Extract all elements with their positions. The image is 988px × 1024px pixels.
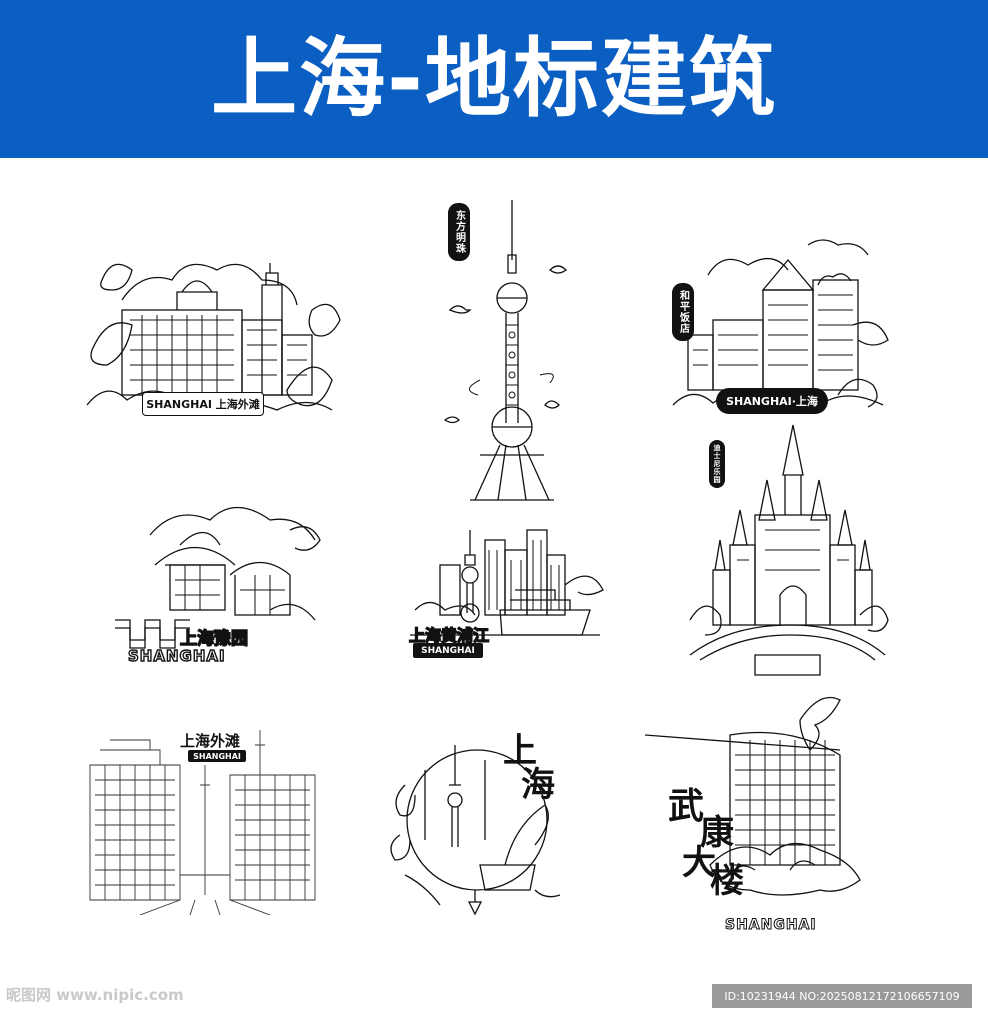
title-banner: 上海-地标建筑 — [0, 0, 988, 158]
illustration-shanghai-gramophone: 上 海 — [385, 725, 570, 920]
illustration-huangpu: 上海黄浦江 SHANGHAI — [405, 525, 605, 665]
bund-street-line-art — [89, 730, 316, 915]
oriental-pearl-tag: 东方明珠 — [448, 203, 470, 261]
illustration-bund-street: 上海外滩 SHANGHAI — [80, 725, 330, 915]
huangpu-en-label: SHANGHAI — [413, 643, 483, 658]
huangpu-line-art — [410, 529, 604, 636]
yuyuan-en-label: SHANGHAI — [127, 646, 226, 665]
peace-hotel-banner: SHANGHAI·上海 — [716, 388, 828, 414]
bund-sketch-cn-label: 上海外滩 — [180, 732, 241, 750]
peace-hotel-tag: 和平饭店 — [672, 283, 694, 341]
disney-castle-line-art — [689, 424, 889, 676]
pearl-tower-line-art — [443, 200, 567, 501]
site-watermark: 昵图网 www.nipic.com — [6, 986, 184, 1004]
disney-tag: 迪士尼乐园 — [709, 440, 725, 488]
shanghai-char-2: 海 — [521, 765, 555, 805]
illustration-wukang: 武 康 大 楼 SHANGHAI — [640, 685, 865, 940]
id-watermark: ID:10231944 NO:20250812172106657109 — [712, 984, 972, 1008]
illustration-oriental-pearl: 东方明珠 — [440, 195, 580, 505]
wukang-line-art — [644, 696, 861, 896]
shanghai-char-1: 上 — [503, 731, 537, 771]
huangpu-cn-label: 上海黄浦江 — [408, 625, 490, 645]
wukang-char-2: 康 — [700, 813, 734, 853]
illustration-disney: 迪士尼乐园 — [685, 420, 890, 680]
bund-tag: SHANGHAI 上海外滩 — [142, 392, 264, 416]
illustration-peace-hotel: 和平饭店 SHANGHAI·上海 — [668, 235, 893, 420]
wukang-char-3: 大 — [682, 843, 716, 883]
wukang-en-label: SHANGHAI — [725, 917, 817, 934]
wukang-char-1: 武 — [668, 785, 705, 827]
yuyuan-line-art — [115, 507, 321, 649]
illustration-bund: SHANGHAI 上海外滩 — [82, 240, 342, 425]
wukang-char-4: 楼 — [710, 861, 744, 901]
bund-sketch-en-label: SHANGHAI — [188, 750, 246, 762]
gramophone-line-art — [390, 745, 561, 916]
illustration-yuyuan: 上海豫园 SHANGHAI — [110, 500, 330, 670]
yuyuan-cn-label: 上海豫园 — [179, 628, 248, 649]
page-title: 上海-地标建筑 — [211, 29, 777, 129]
